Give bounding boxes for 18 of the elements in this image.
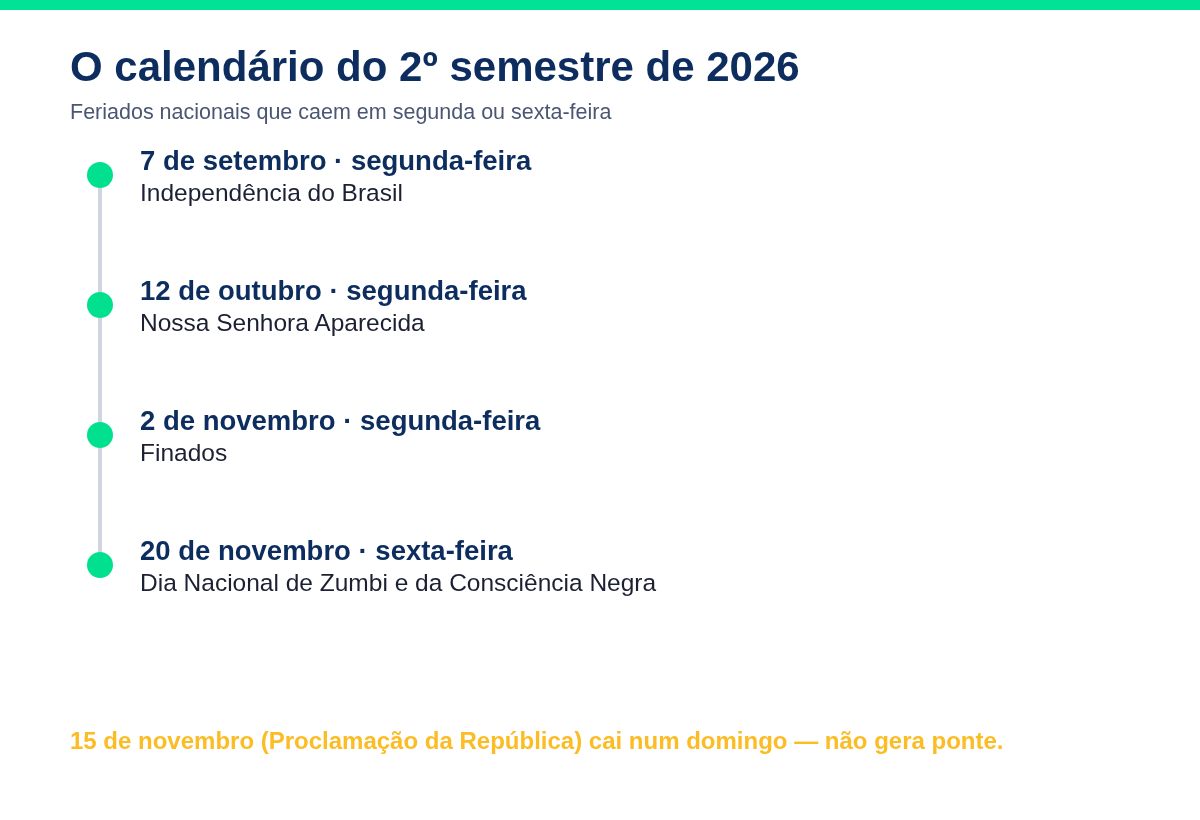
timeline-line	[98, 188, 102, 292]
subtitle: Feriados nacionais que caem em segunda ou sexta-feira	[70, 100, 612, 125]
date-heading: 7 de setembro · segunda-feira	[140, 145, 532, 177]
date-heading: 20 de novembro · sexta-feira	[140, 535, 513, 567]
timeline-dot	[87, 292, 113, 318]
title: O calendário do 2º semestre de 2026	[70, 43, 800, 91]
timeline-line	[98, 318, 102, 422]
holiday-name: Independência do Brasil	[140, 179, 403, 207]
footnote: 15 de novembro (Proclamação da República) cai num domingo — não gera ponte.	[70, 727, 1004, 755]
timeline-dot	[87, 162, 113, 188]
holiday-name: Nossa Senhora Aparecida	[140, 309, 425, 337]
timeline-line	[98, 448, 102, 552]
timeline-dot	[87, 422, 113, 448]
timeline-dot	[87, 552, 113, 578]
date-heading: 12 de outubro · segunda-feira	[140, 275, 527, 307]
date-heading: 2 de novembro · segunda-feira	[140, 405, 541, 437]
holiday-name: Dia Nacional de Zumbi e da Consciência Negra	[140, 569, 657, 597]
holiday-name: Finados	[140, 439, 228, 467]
